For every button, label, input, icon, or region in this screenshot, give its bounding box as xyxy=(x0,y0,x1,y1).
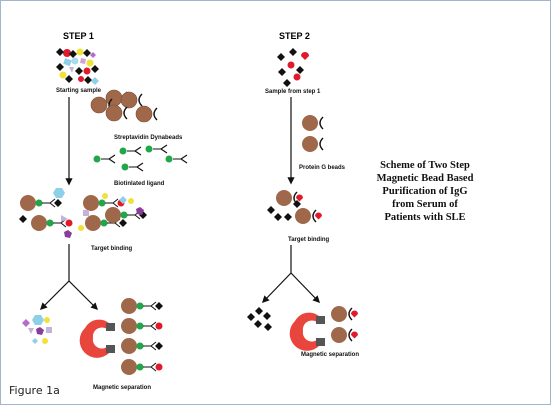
step2-discarded-targets xyxy=(247,307,272,331)
step2-target-binding-cluster xyxy=(267,190,322,224)
starting-sample-cluster xyxy=(56,48,99,85)
magnet-icon-step2 xyxy=(289,312,325,351)
step1-split-arrows xyxy=(39,244,99,311)
figure-label: Figure 1a xyxy=(9,384,60,397)
step2-magnetic-separation-label: Magnetic separation xyxy=(301,352,360,358)
step2-sample-cluster xyxy=(277,48,309,87)
figure-caption: Scheme of Two Step Magnetic Bead Based P… xyxy=(376,160,474,223)
step1-title: STEP 1 xyxy=(63,31,94,41)
sample-from-step1-label: Sample from step 1 xyxy=(265,89,321,95)
step1-discarded-sample xyxy=(22,315,52,344)
step2-split-arrows xyxy=(261,245,321,304)
streptavidin-beads xyxy=(90,89,158,123)
step2-title: STEP 2 xyxy=(279,31,310,41)
starting-sample-label: Starting sample xyxy=(56,88,102,94)
biotinylated-ligand-label: Biotinlated ligand xyxy=(114,181,165,187)
biotinylated-ligands xyxy=(93,144,188,172)
step1-target-binding-cluster xyxy=(19,188,147,238)
step1-captured-beads xyxy=(121,298,163,375)
step2-target-binding-label: Target binding xyxy=(288,237,330,243)
protein-g-beads xyxy=(302,115,324,152)
magnet-icon xyxy=(79,319,115,358)
step1-magnetic-separation-label: Magnetic separation xyxy=(93,385,152,391)
streptavidin-beads-label: Streptavidin Dynabeads xyxy=(114,135,183,141)
step2-captured-beads xyxy=(331,306,358,343)
protein-g-beads-label: Protein G beads xyxy=(299,165,346,171)
step1-target-binding-label: Target binding xyxy=(91,246,133,252)
